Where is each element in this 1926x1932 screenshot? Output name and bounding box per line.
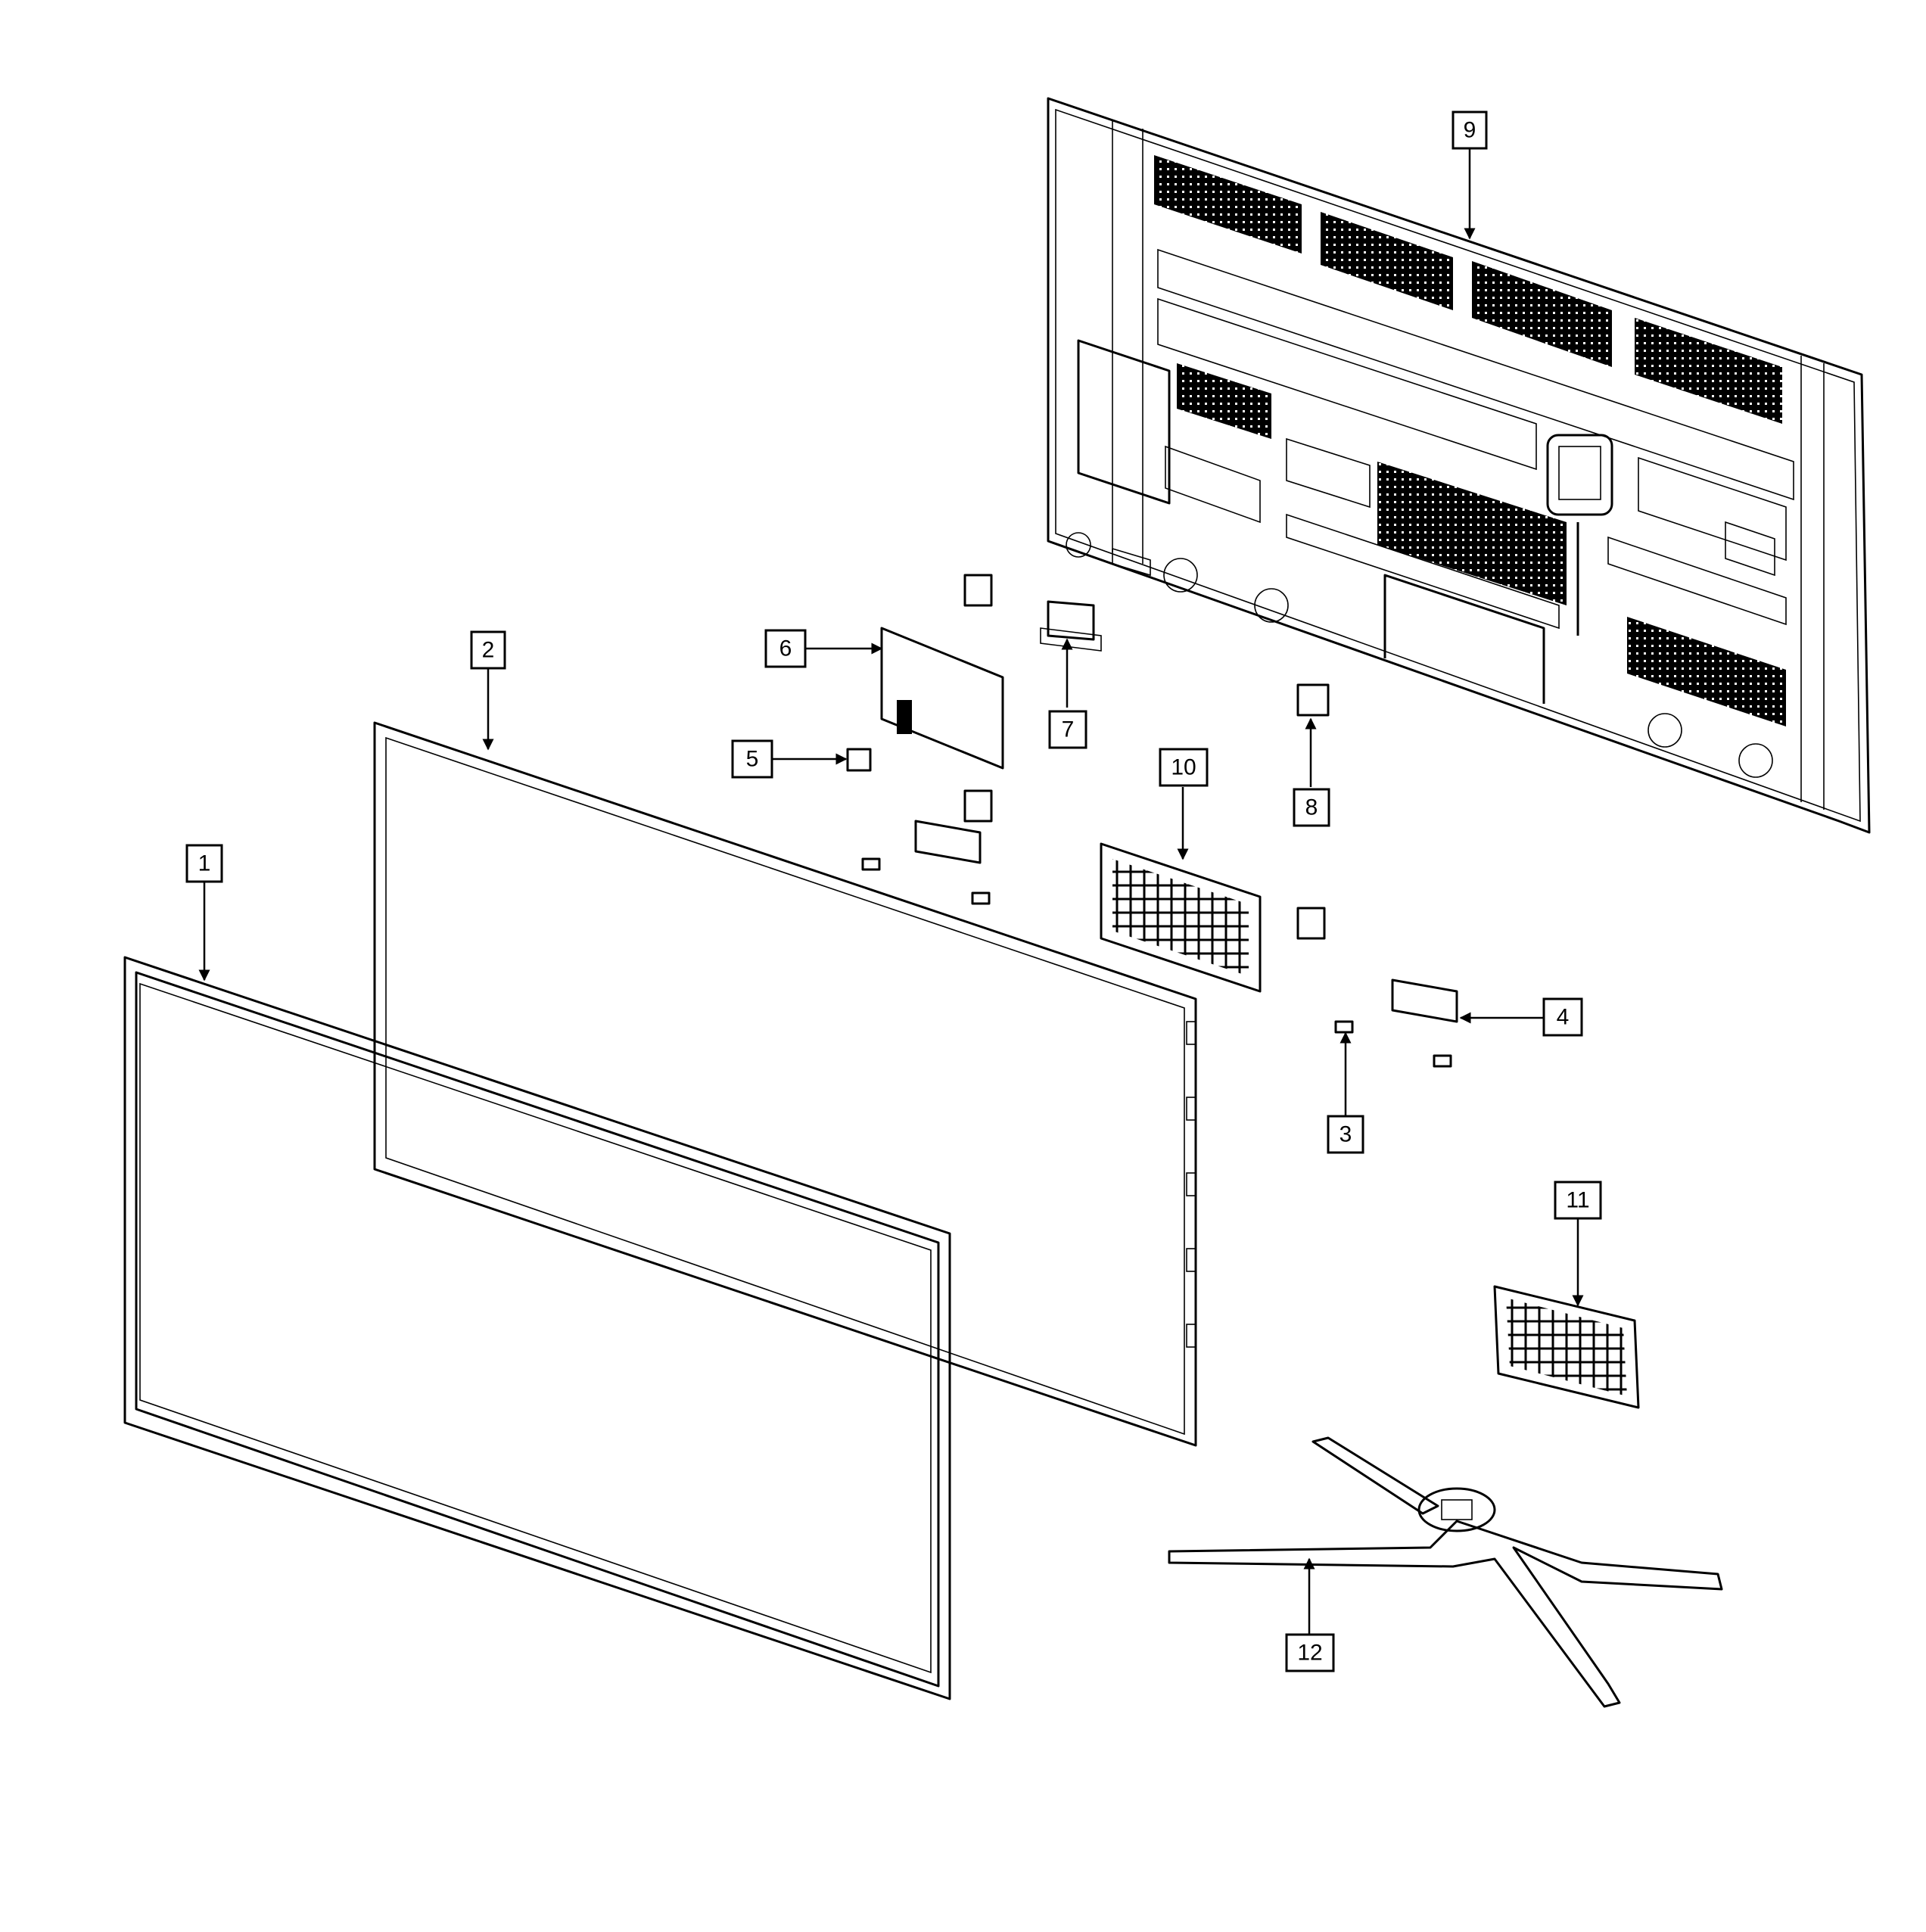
part-5-connector: [846, 748, 872, 772]
part-4-speaker-right: [1391, 978, 1458, 1023]
part-4-speaker-left: [914, 820, 982, 864]
callout-label-6: 6: [779, 636, 792, 661]
mount-bracket-part: [1100, 842, 1262, 993]
leader-lines: [198, 148, 1584, 1650]
callout-label-12: 12: [1297, 1641, 1322, 1666]
callout-label-10: 10: [1171, 755, 1196, 780]
callout-label-7: 7: [1062, 717, 1075, 742]
callout-label-8: 8: [1305, 795, 1318, 820]
part-8-clip: [1296, 683, 1330, 717]
callout-5: 5: [731, 739, 773, 779]
callout-8: 8: [1293, 788, 1330, 827]
callout-label-3: 3: [1339, 1122, 1352, 1147]
callout-6: 6: [764, 629, 807, 668]
callout-label-2: 2: [482, 638, 495, 663]
callout-label-5: 5: [746, 747, 759, 772]
callout-12: 12: [1285, 1633, 1335, 1672]
callout-9: 9: [1452, 110, 1488, 150]
rear-cover-part: [1047, 97, 1871, 834]
callout-3: 3: [1327, 1115, 1364, 1154]
display-panel-part: [373, 721, 1197, 1447]
callout-10: 10: [1159, 748, 1209, 787]
stand-base-part: [1168, 1436, 1723, 1708]
callout-2: 2: [470, 630, 506, 670]
callout-4: 4: [1542, 997, 1583, 1037]
callout-label-4: 4: [1557, 1005, 1570, 1030]
main-board-part: [880, 627, 1004, 770]
callout-label-11: 11: [1566, 1188, 1589, 1213]
front-bezel-part: [123, 956, 951, 1700]
callout-7: 7: [1048, 710, 1087, 749]
small-parts-group: [846, 574, 1458, 1068]
cable-cover-part: [1493, 1285, 1640, 1409]
callout-11: 11: [1554, 1181, 1602, 1220]
callout-1: 1: [185, 844, 223, 883]
callout-label-9: 9: [1464, 118, 1476, 143]
part-3-holder: [1334, 1020, 1354, 1034]
callout-label-1: 1: [198, 851, 211, 876]
part-7-clip: [1047, 600, 1095, 641]
